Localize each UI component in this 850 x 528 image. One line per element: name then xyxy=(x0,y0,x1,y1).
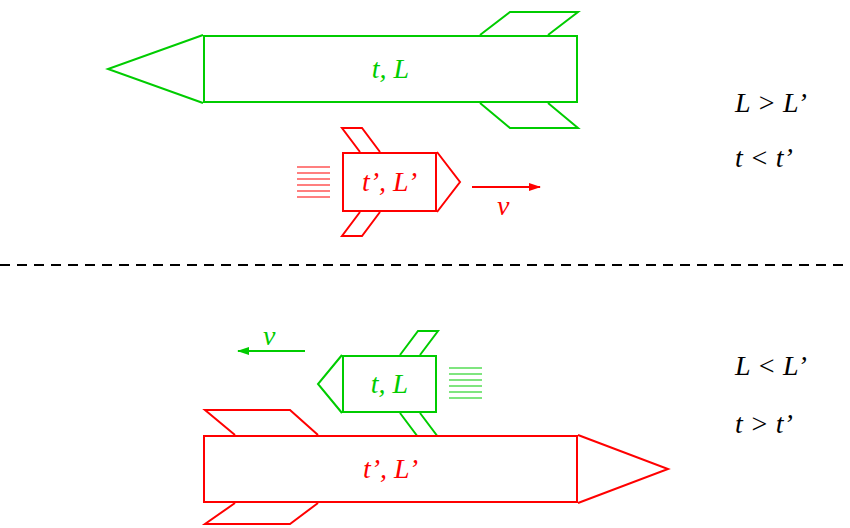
rocket-body: t, L xyxy=(342,355,437,413)
rocket-label: t, L xyxy=(371,370,408,398)
relation-label: t < t’ xyxy=(735,144,793,172)
velocity-label: v xyxy=(497,192,509,220)
velocity-arrow xyxy=(472,186,540,188)
rocket-body: t, L xyxy=(203,35,578,103)
rocket-label: t’, L’ xyxy=(363,455,418,483)
rocket-body: t’, L’ xyxy=(342,152,437,212)
exhaust-lines xyxy=(449,368,482,398)
rocket-parts xyxy=(108,12,578,128)
rocket-body: t’, L’ xyxy=(203,435,578,503)
relation-label: L < L’ xyxy=(735,352,807,380)
velocity-arrow xyxy=(238,350,305,352)
relation-label: L > L’ xyxy=(735,89,807,117)
rocket-label: t’, L’ xyxy=(362,168,417,196)
rocket-parts xyxy=(318,331,438,437)
separator-line xyxy=(0,264,850,266)
velocity-label: v xyxy=(263,322,275,350)
relation-label: t > t’ xyxy=(735,410,793,438)
rocket-parts xyxy=(342,128,460,236)
exhaust-lines xyxy=(297,167,330,197)
rocket-label: t, L xyxy=(372,55,409,83)
